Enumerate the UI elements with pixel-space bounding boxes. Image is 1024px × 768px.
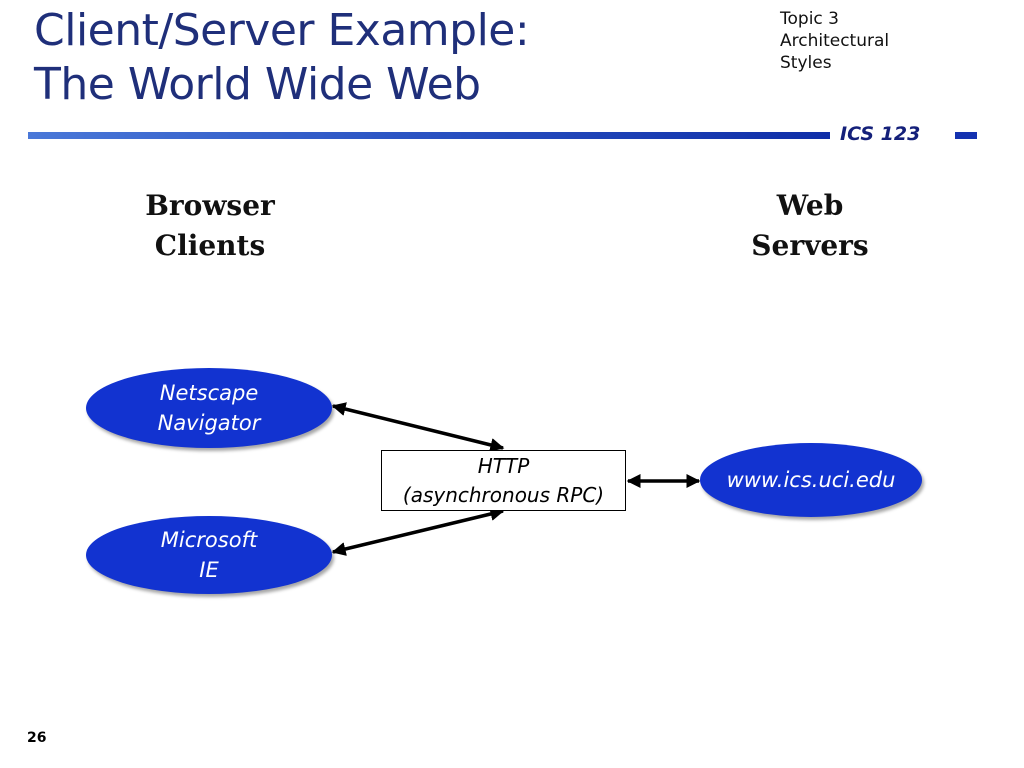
netscape-navigator-node: Netscape Navigator <box>86 368 332 448</box>
microsoft-ie-node: Microsoft IE <box>86 516 332 594</box>
topic-label: Topic 3 Architectural Styles <box>780 8 889 74</box>
header-accent-bar <box>955 132 977 139</box>
arrow-ie-to-http <box>331 507 505 556</box>
servers-heading-line-1: Web <box>776 189 844 222</box>
header-divider-bar <box>28 132 830 139</box>
arrow-netscape-to-http <box>331 402 505 452</box>
servers-heading-line-2: Servers <box>751 229 869 262</box>
server-node-label: www.ics.uci.edu <box>726 468 896 492</box>
topic-label-line-2: Architectural <box>780 31 890 51</box>
browser-clients-heading: Browser Clients <box>110 186 310 266</box>
protocol-line-2: (asynchronous RPC) <box>402 482 605 507</box>
http-protocol-box: HTTP (asynchronous RPC) <box>381 450 626 511</box>
slide-title-line-2: The World Wide Web <box>34 59 481 110</box>
netscape-node-line-1: Netscape <box>159 381 259 405</box>
topic-label-line-3: Styles <box>780 53 832 73</box>
clients-heading-line-1: Browser <box>145 189 275 222</box>
ie-node-line-1: Microsoft <box>160 528 258 552</box>
clients-heading-line-2: Clients <box>154 229 266 262</box>
course-label: ICS 123 <box>840 123 921 145</box>
ie-node-line-2: IE <box>199 558 219 582</box>
web-servers-heading: Web Servers <box>710 186 910 266</box>
page-number: 26 <box>27 730 47 746</box>
topic-label-line-1: Topic 3 <box>780 9 839 29</box>
slide-title-line-1: Client/Server Example: <box>34 5 530 56</box>
protocol-line-1: HTTP <box>477 453 530 478</box>
web-server-node: www.ics.uci.edu <box>700 443 922 517</box>
slide-title: Client/Server Example: The World Wide We… <box>34 4 530 112</box>
netscape-node-line-2: Navigator <box>157 411 261 435</box>
